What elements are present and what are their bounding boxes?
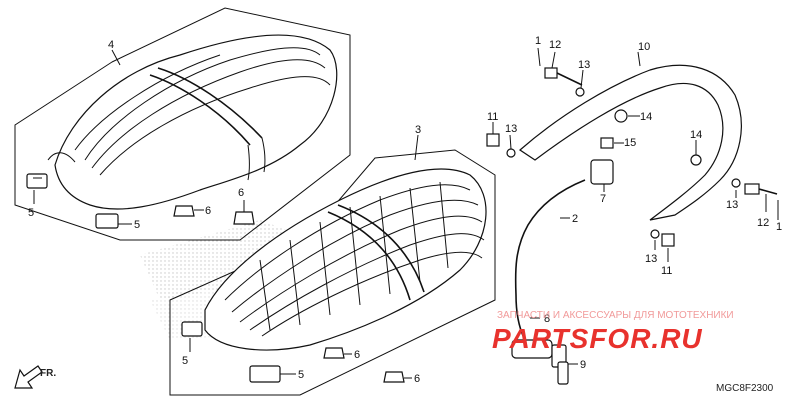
direction-label: FR. — [40, 368, 56, 379]
callout-5b: 5 — [134, 219, 140, 231]
callout-13b: 13 — [505, 123, 517, 135]
watermark-logo-text: PARTSFOR.RU — [492, 323, 703, 354]
callout-13a: 13 — [578, 59, 590, 71]
callout-6c: 6 — [354, 349, 360, 361]
watermark-tagline: ЗАПЧАСТИ И АКСЕССУАРЫ ДЛЯ МОТОТЕХНИКИ — [497, 310, 734, 321]
washer-13b — [506, 148, 516, 158]
callouts: 1 12 13 10 14 11 13 15 7 2 14 13 12 1 13… — [28, 35, 782, 385]
callout-15: 15 — [624, 137, 636, 149]
clip-5a — [26, 173, 48, 189]
washer-13d — [650, 229, 660, 239]
seat-grid — [224, 181, 485, 337]
callout-5a: 5 — [28, 207, 34, 219]
callout-3: 3 — [415, 124, 421, 136]
callout-14a: 14 — [640, 111, 652, 123]
callout-6b: 6 — [238, 187, 244, 199]
washer-13c — [731, 178, 741, 188]
callout-2: 2 — [572, 213, 578, 225]
leader-lines — [33, 47, 779, 379]
grommet-6d — [383, 371, 405, 383]
callout-6d: 6 — [414, 373, 420, 385]
callout-5d: 5 — [298, 369, 304, 381]
callout-9: 9 — [580, 359, 586, 371]
callout-8: 8 — [544, 313, 550, 325]
callout-11b: 11 — [661, 265, 672, 277]
grab-rail — [519, 64, 742, 221]
grommet-6c — [323, 347, 345, 359]
callout-1a: 1 — [535, 35, 541, 47]
bolt-15 — [600, 137, 614, 149]
clip-5b — [95, 213, 119, 229]
callout-1b: 1 — [776, 221, 782, 233]
latch-7 — [590, 159, 614, 185]
callout-11a: 11 — [487, 111, 498, 123]
callout-6a: 6 — [205, 205, 211, 217]
callout-10: 10 — [638, 41, 650, 53]
nut-14b — [690, 154, 702, 166]
callout-14b: 14 — [690, 129, 702, 141]
callout-5c: 5 — [182, 355, 188, 367]
seat-4-group — [14, 7, 351, 241]
callout-12b: 12 — [757, 217, 769, 229]
arrow-down-left-icon — [14, 365, 43, 389]
clip-5c — [181, 321, 203, 337]
callout-13c: 13 — [726, 199, 738, 211]
grommet-6a — [173, 205, 195, 217]
callout-13d: 13 — [645, 253, 657, 265]
bolt-11a — [486, 133, 500, 147]
washer-13a — [575, 87, 585, 97]
nut-14a — [614, 109, 628, 123]
bolt-12a — [544, 67, 583, 86]
grommet-6b — [233, 211, 255, 225]
callout-12a: 12 — [549, 39, 561, 51]
callout-7: 7 — [600, 193, 606, 205]
diagram-code: MGC8F2300 — [716, 383, 774, 394]
lock-cylinder-8-9 — [511, 339, 569, 385]
cable-2 — [514, 179, 586, 339]
bolt-11b — [661, 233, 675, 247]
callout-4: 4 — [108, 39, 114, 51]
bolt-12b — [744, 183, 778, 195]
seat-3-group — [169, 149, 496, 396]
clip-5d — [249, 365, 281, 383]
